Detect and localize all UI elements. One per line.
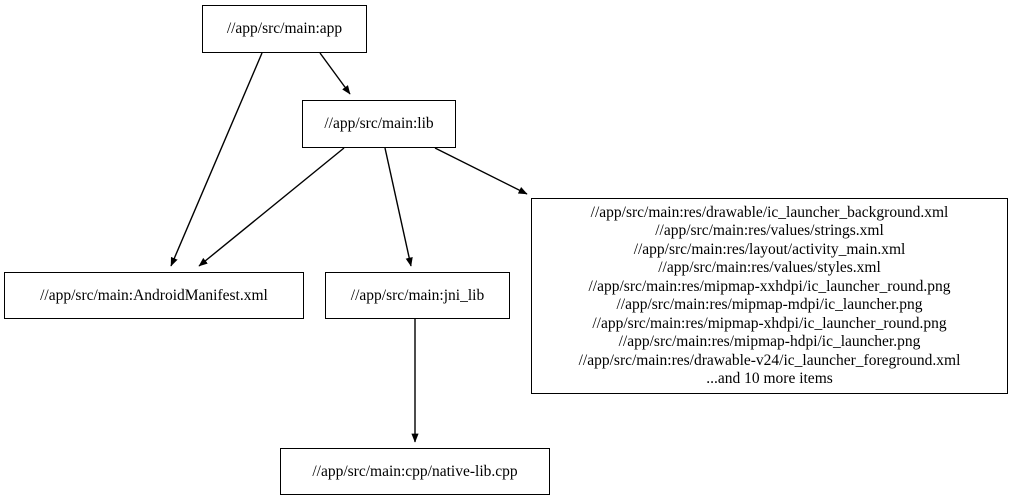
node-native-lib-cpp[interactable]: //app/src/main:cpp/native-lib.cpp: [280, 448, 550, 495]
edge-lib-to-jni-lib: [384, 147, 413, 267]
node-android-manifest-label: //app/src/main:AndroidManifest.xml: [40, 286, 268, 304]
edge-lib-to-resources: [434, 147, 528, 195]
node-resource-group-line: //app/src/main:res/drawable-v24/ic_launc…: [578, 351, 961, 369]
edge-app-to-lib: [319, 52, 351, 95]
edge-app-to-manifest: [170, 52, 263, 267]
node-resource-group-line: //app/src/main:res/mipmap-mdpi/ic_launch…: [616, 296, 923, 313]
node-resource-group-line: //app/src/main:res/layout/activity_main.…: [633, 240, 906, 258]
node-resource-group-line: ...and 10 more items: [706, 370, 833, 387]
node-resource-group-line: //app/src/main:res/drawable/ic_launcher_…: [590, 203, 949, 221]
node-resource-group-line: //app/src/main:res/mipmap-xhdpi/ic_launc…: [592, 314, 947, 332]
node-resource-group-line: //app/src/main:res/mipmap-hdpi/ic_launch…: [618, 333, 921, 350]
node-resource-group-line: //app/src/main:res/values/strings.xml: [655, 222, 884, 239]
node-resource-group[interactable]: //app/src/main:res/drawable/ic_launcher_…: [531, 198, 1008, 394]
node-resource-group-label: //app/src/main:res/drawable/ic_launcher_…: [538, 204, 1001, 389]
node-app-label: //app/src/main:app: [226, 20, 343, 38]
node-resource-group-line: //app/src/main:res/values/styles.xml: [658, 259, 881, 276]
edge-lib-to-manifest: [198, 147, 345, 267]
node-jni-lib-label: //app/src/main:jni_lib: [350, 286, 485, 304]
node-resource-group-line: //app/src/main:res/mipmap-xxhdpi/ic_laun…: [588, 277, 951, 295]
node-app[interactable]: //app/src/main:app: [202, 5, 367, 53]
node-jni-lib[interactable]: //app/src/main:jni_lib: [325, 272, 510, 319]
node-native-lib-cpp-label: //app/src/main:cpp/native-lib.cpp: [312, 462, 518, 480]
node-lib-label: //app/src/main:lib: [324, 115, 434, 133]
node-lib[interactable]: //app/src/main:lib: [302, 100, 456, 148]
node-android-manifest[interactable]: //app/src/main:AndroidManifest.xml: [4, 272, 304, 319]
